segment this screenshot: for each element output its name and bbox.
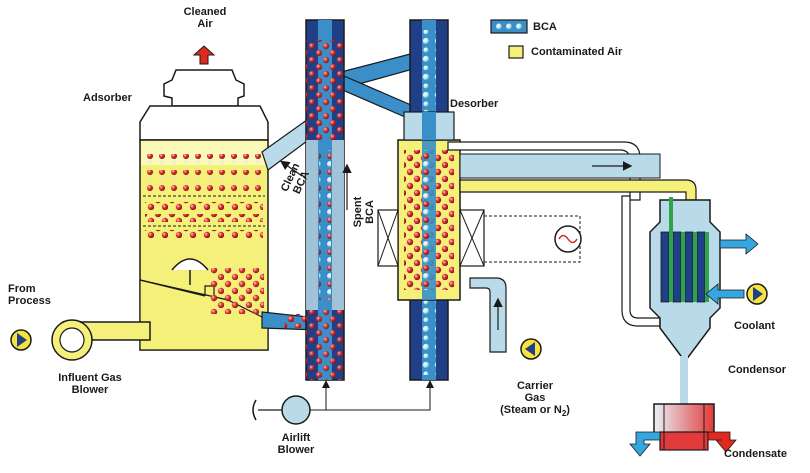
spent-bca-line2: BCA [364, 200, 376, 224]
spent-bca-line1: Spent [352, 196, 364, 228]
influent-gas-blower-label: Influent Gas Blower [40, 372, 140, 396]
influent-gas-line1: Influent Gas [58, 372, 122, 384]
coolant-label: Coolant [734, 320, 775, 332]
condensate-out-arrow-right [707, 431, 737, 453]
from-process-line2: Process [8, 295, 51, 307]
desorber-label: Desorber [450, 98, 499, 110]
cleaned-air-line2: Air [197, 18, 213, 30]
adsorber-label: Adsorber [83, 92, 132, 104]
from-process-label: From Process [8, 283, 51, 307]
condensate-tank [629, 403, 737, 457]
cleaned-air-label: Cleaned Air [180, 6, 230, 30]
adsorber-vessel [139, 69, 269, 351]
condensor-label: Condensor [728, 364, 787, 376]
clean-bca-arrow [280, 160, 303, 177]
heater-controller [484, 215, 582, 263]
coolant-in-arrow [705, 283, 745, 305]
from-process-valve-icon [10, 329, 32, 351]
legend-bca-label: BCA [533, 21, 557, 33]
airlift-blower-label: Airlift Blower [266, 432, 326, 456]
carrier-gas-line3: (Steam or N2) [480, 404, 590, 420]
carrier-gas-line3-sub: 2 [561, 409, 567, 419]
carrier-gas-line [469, 277, 542, 360]
carrier-gas-line3-suffix: ) [566, 404, 570, 416]
legend-contaminated-air-label: Contaminated Air [531, 46, 623, 58]
desorber-column [377, 19, 485, 381]
carrier-gas-line1: Carrier [516, 380, 554, 392]
cleaned-air-line1: Cleaned [183, 6, 227, 18]
airlift-line2: Blower [277, 444, 315, 456]
condenser [649, 197, 768, 406]
airlift-blower[interactable] [252, 380, 434, 425]
influent-gas-line2: Blower [71, 384, 109, 396]
condensate-out-arrow-left [629, 431, 661, 457]
legend-contaminated-swatch [508, 45, 524, 59]
cleaned-air-arrow [192, 45, 216, 65]
carrier-gas-label: Carrier Gas (Steam or N2) [480, 380, 590, 420]
coolant-out-arrow [719, 233, 759, 255]
carrier-gas-line2: Gas [524, 392, 546, 404]
legend [490, 19, 528, 59]
carrier-gas-line3-prefix: (Steam or N [500, 404, 562, 416]
airlift-column [305, 19, 345, 381]
airlift-line1: Airlift [281, 432, 311, 444]
spent-bca-label: Spent BCA [352, 192, 376, 232]
influent-gas-blower[interactable] [51, 319, 151, 361]
condensate-label: Condensate [724, 448, 787, 460]
vapour-line [447, 141, 697, 327]
from-process-line1: From [8, 283, 36, 295]
